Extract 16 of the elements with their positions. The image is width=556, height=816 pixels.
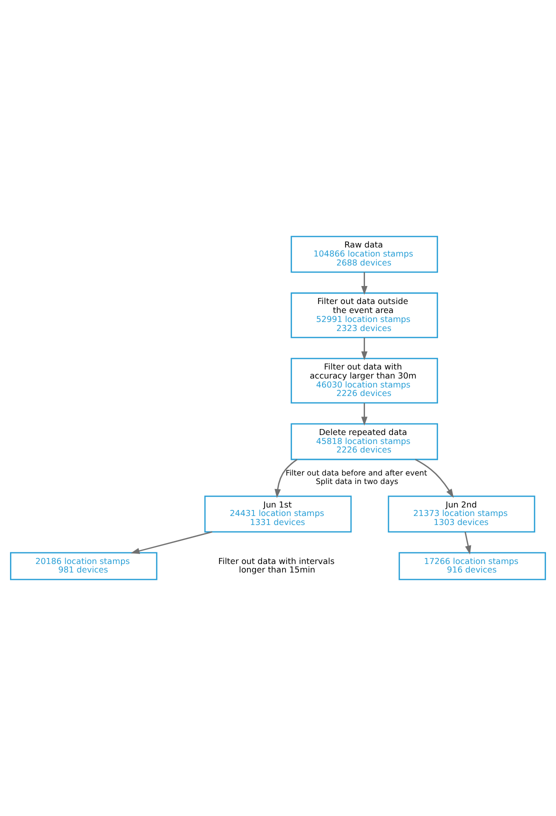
arrow — [414, 458, 454, 498]
node-box: Filter out data outside the event area 52991 location stamps 2323 devices — [290, 292, 438, 338]
node-box: 17266 location stamps 916 devices — [398, 552, 546, 580]
node-box: Jun 2nd 21373 location stamps 1303 devices — [388, 496, 536, 532]
node-box: 20186 location stamps 981 devices — [10, 552, 158, 580]
arrow — [464, 532, 472, 555]
label: Filter out data with intervals longer than 15min — [218, 556, 335, 575]
node-box: Delete repeated data 45818 location stamps 2226 devices — [290, 423, 438, 460]
arrow — [274, 458, 298, 498]
node-box: Jun 1st 24431 location stamps 1331 devices — [204, 496, 352, 532]
arrow — [361, 403, 368, 426]
node-box: Raw data 104866 location stamps 2688 devices — [290, 236, 438, 273]
arrow — [361, 338, 368, 360]
arrow — [361, 272, 368, 295]
node-box: Filter out data with accuracy larger than 30m 46030 location stamps 2226 devices — [290, 358, 438, 404]
arrow — [130, 531, 212, 554]
